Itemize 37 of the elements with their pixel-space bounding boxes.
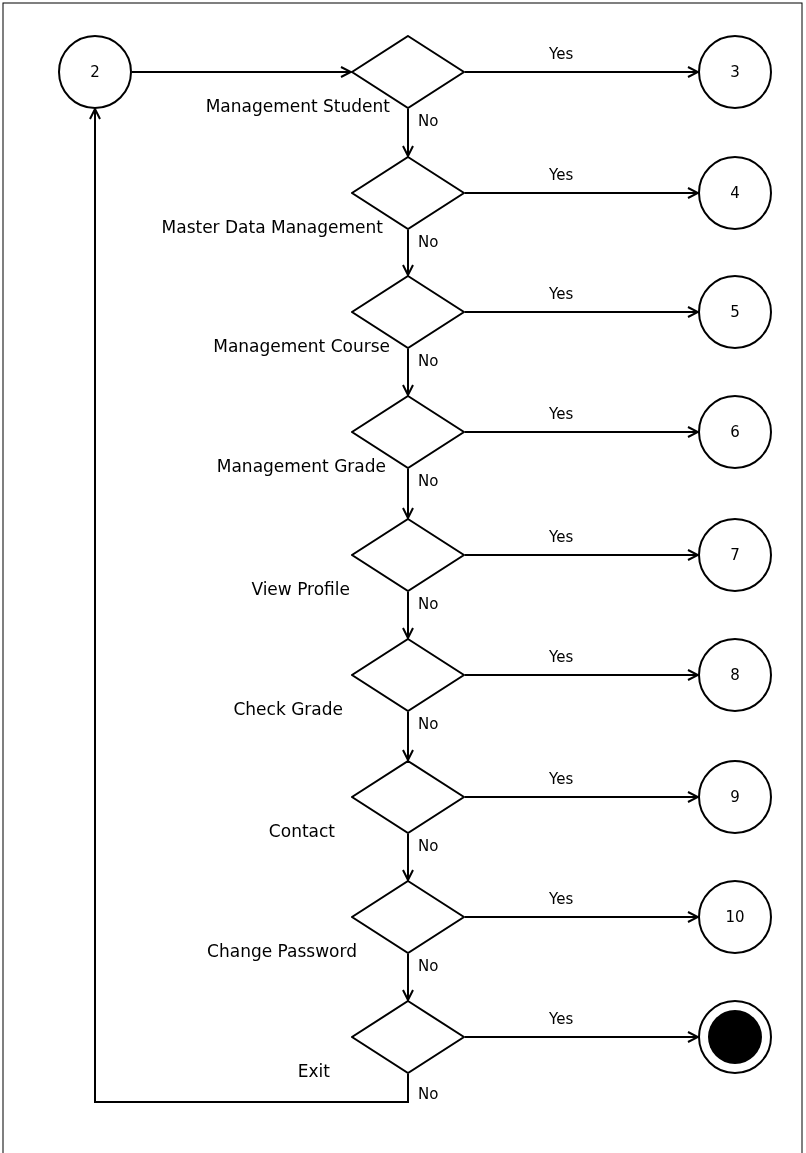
arrow bbox=[402, 108, 414, 157]
arrow bbox=[402, 348, 414, 396]
arrow bbox=[464, 66, 699, 78]
arrow bbox=[464, 911, 699, 923]
arrow bbox=[464, 187, 699, 199]
arrow bbox=[89, 108, 409, 1103]
connector-circle: 3 bbox=[698, 35, 772, 109]
decision-label: View Profile bbox=[251, 579, 350, 599]
arrow bbox=[402, 833, 414, 881]
decision-label: Exit bbox=[297, 1061, 330, 1081]
decision-label: Contact bbox=[268, 821, 335, 841]
decision-label: Management Student bbox=[205, 96, 390, 116]
arrow bbox=[402, 468, 414, 519]
decision-label: Check Grade bbox=[233, 699, 343, 719]
connector-circle: 7 bbox=[698, 518, 772, 592]
decision-label: Master Data Management bbox=[161, 217, 383, 237]
arrow bbox=[464, 1031, 699, 1043]
connector-circle: 6 bbox=[698, 395, 772, 469]
arrow bbox=[402, 591, 414, 639]
connector-circle: 2 bbox=[58, 35, 132, 109]
decision-label: Management Course bbox=[213, 336, 390, 356]
connector-circle: 10 bbox=[698, 880, 772, 954]
arrow bbox=[402, 229, 414, 276]
arrow bbox=[464, 669, 699, 681]
arrow bbox=[402, 953, 414, 1001]
arrow bbox=[464, 426, 699, 438]
arrow bbox=[464, 549, 699, 561]
arrow bbox=[131, 66, 352, 78]
decision-label: Change Password bbox=[207, 941, 357, 961]
connector-circle: 8 bbox=[698, 638, 772, 712]
arrow bbox=[464, 791, 699, 803]
arrow bbox=[402, 711, 414, 761]
connector-circle: 4 bbox=[698, 156, 772, 230]
arrow bbox=[464, 306, 699, 318]
connector-circle: 5 bbox=[698, 275, 772, 349]
connector-circle: 9 bbox=[698, 760, 772, 834]
decision-label: Management Grade bbox=[216, 456, 386, 476]
